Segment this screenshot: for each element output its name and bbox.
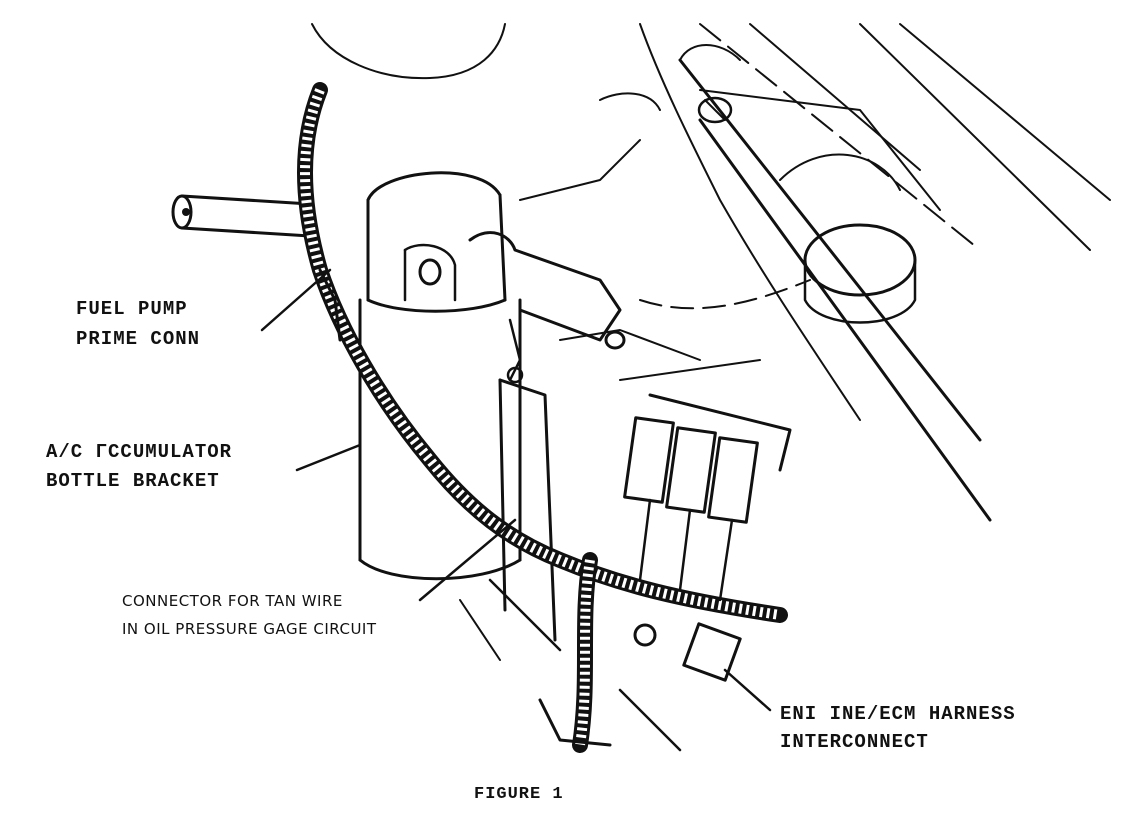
figure-caption: FIGURE 1 [474,785,564,804]
fuel-pump-label-1: FUEL PUMP [76,298,188,320]
accumulator-bottle [358,171,626,581]
leader-lines [260,268,772,712]
harness-label-1: ENI INE/ECM HARNESS [780,703,1016,725]
lower-lines [459,578,682,752]
connector-block [623,393,792,682]
connector-label-2: IN OIL PRESSURE GAGE CIRCUIT [122,620,377,638]
harness-label-2: INTERCONNECT [780,731,929,753]
tube-left [171,194,312,238]
wire-harness [297,82,788,753]
canister-cap [779,153,917,324]
fuel-rail [678,44,992,522]
accumulator-label-1: A/C ΓCCUMULATOR [46,441,233,463]
fuel-pump-label-2: PRIME CONN [76,328,201,350]
accumulator-label-2: BOTTLE BRACKET [46,470,220,492]
engine-block-outline [311,23,1111,421]
connector-label-1: CONNECTOR FOR TAN WIRE [122,592,343,610]
bottle-bracket [498,318,557,642]
